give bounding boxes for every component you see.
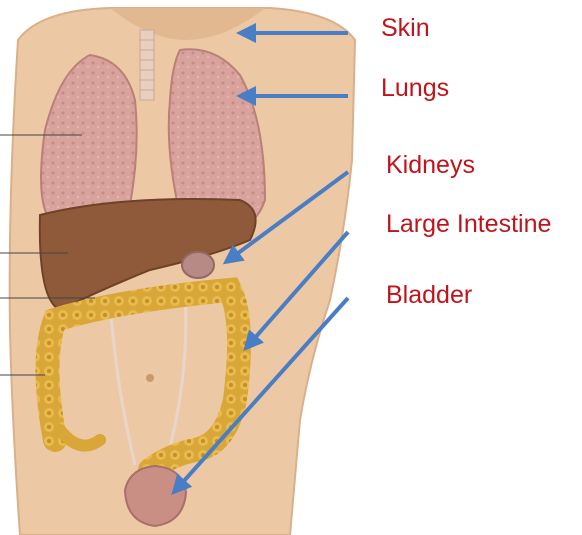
label-bladder: Bladder [386,283,472,308]
label-large-intestine: Large Intestine [386,212,551,237]
kidney [182,252,214,278]
navel [146,374,154,382]
bladder [125,466,186,526]
label-kidneys: Kidneys [386,153,475,178]
trachea [140,30,154,100]
label-skin: Skin [381,16,430,41]
label-lungs: Lungs [381,76,449,101]
